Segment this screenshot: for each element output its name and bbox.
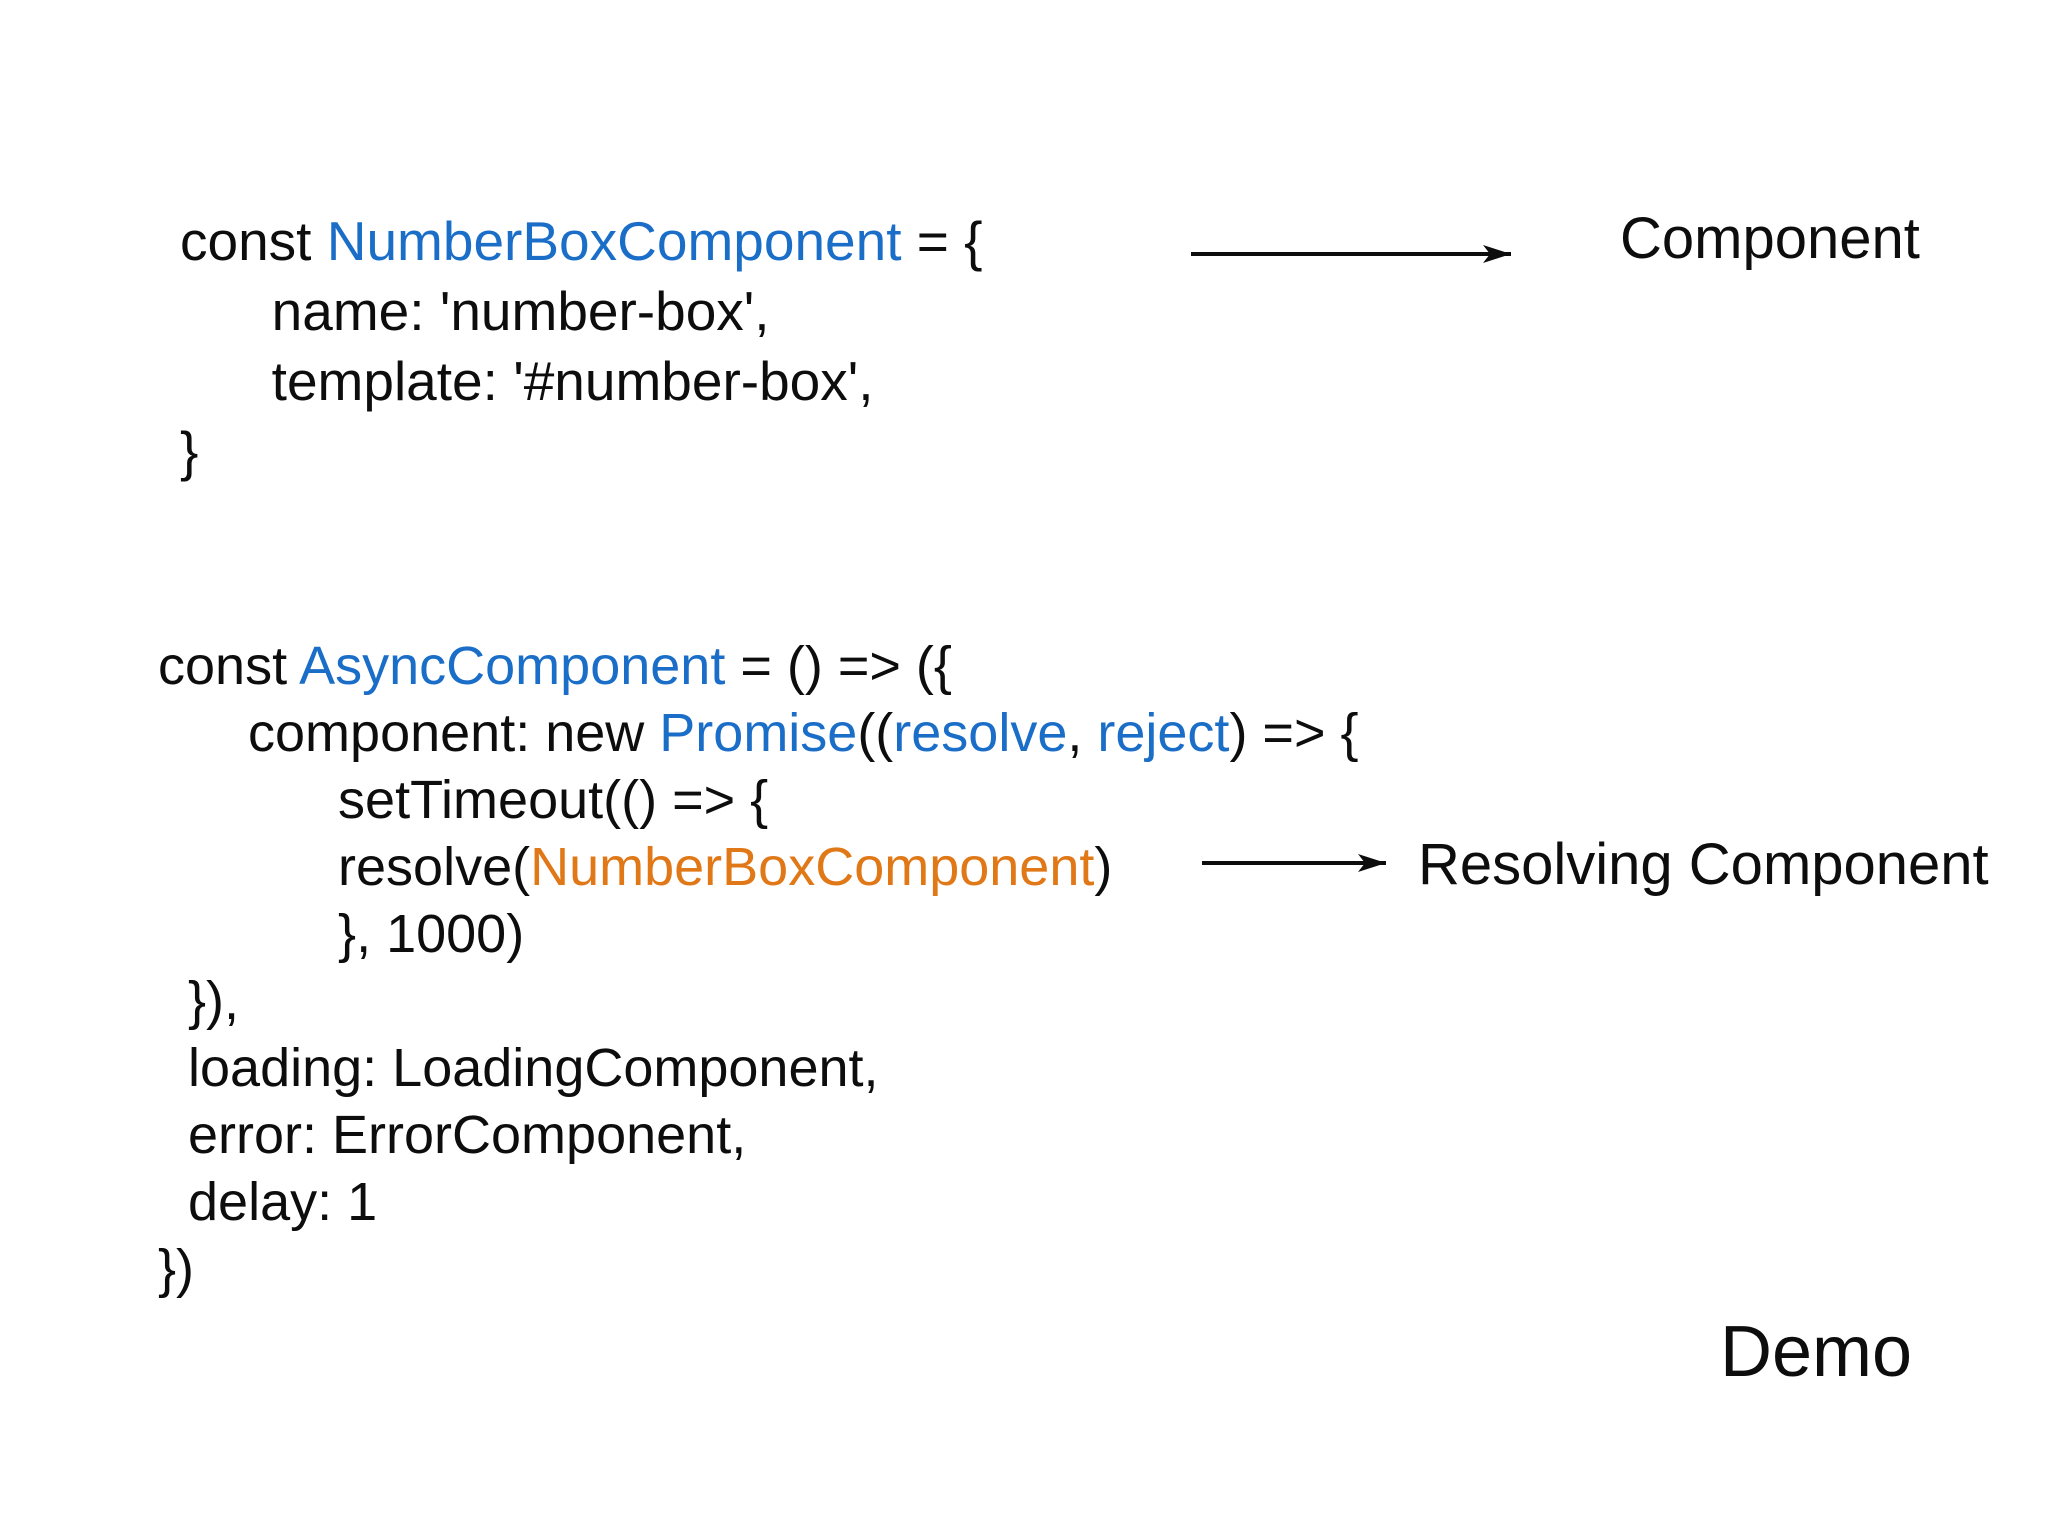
- code-line: }, 1000): [158, 901, 1359, 968]
- code-line: name: 'number-box',: [180, 276, 983, 346]
- code-token: ((: [857, 703, 894, 763]
- code-token: reject: [1097, 703, 1230, 763]
- code-block-async-component: const AsyncComponent = () => ({ componen…: [158, 633, 1359, 1303]
- component-label: Component: [1620, 206, 1920, 271]
- code-block-numberbox-component: const NumberBoxComponent = { name: 'numb…: [180, 206, 983, 486]
- code-line: loading: LoadingComponent,: [158, 1035, 1359, 1102]
- arrow-to-component-icon: [1191, 245, 1511, 263]
- resolving-component-label: Resolving Component: [1418, 832, 1989, 897]
- code-token: }),: [158, 971, 240, 1031]
- code-token: const: [180, 210, 327, 272]
- code-line: resolve(NumberBoxComponent): [158, 834, 1359, 901]
- code-line: }: [180, 416, 983, 486]
- code-token: Promise: [659, 703, 858, 763]
- code-token: ,: [1067, 703, 1098, 763]
- code-token: }, 1000): [158, 904, 525, 964]
- code-token: = {: [901, 210, 983, 272]
- code-line: error: ErrorComponent,: [158, 1102, 1359, 1169]
- code-token: resolve: [893, 703, 1068, 763]
- code-token: AsyncComponent: [299, 636, 726, 696]
- code-token: ): [1094, 837, 1113, 897]
- code-token: NumberBoxComponent: [530, 837, 1095, 897]
- code-line: component: new Promise((resolve, reject)…: [158, 700, 1359, 767]
- code-line: delay: 1: [158, 1169, 1359, 1236]
- code-token: setTimeout(() => {: [158, 770, 769, 830]
- code-token: error: ErrorComponent,: [158, 1105, 747, 1165]
- code-line: }): [158, 1236, 1359, 1303]
- arrow-to-resolving-component-icon: [1202, 854, 1386, 872]
- code-line: template: '#number-box',: [180, 346, 983, 416]
- code-token: }): [158, 1239, 195, 1299]
- code-token: delay: 1: [158, 1172, 378, 1232]
- code-token: ) => {: [1229, 703, 1359, 763]
- code-token: resolve(: [158, 837, 531, 897]
- code-token: }: [180, 420, 199, 482]
- code-token: component: new: [158, 703, 660, 763]
- code-line: const AsyncComponent = () => ({: [158, 633, 1359, 700]
- code-token: loading: LoadingComponent,: [158, 1038, 879, 1098]
- code-line: const NumberBoxComponent = {: [180, 206, 983, 276]
- code-token: NumberBoxComponent: [326, 210, 902, 272]
- code-token: const: [158, 636, 300, 696]
- code-token: = () => ({: [725, 636, 952, 696]
- code-line: }),: [158, 968, 1359, 1035]
- demo-label: Demo: [1720, 1312, 1913, 1392]
- code-token: name: 'number-box',: [180, 280, 770, 342]
- code-line: setTimeout(() => {: [158, 767, 1359, 834]
- code-token: template: '#number-box',: [180, 350, 874, 412]
